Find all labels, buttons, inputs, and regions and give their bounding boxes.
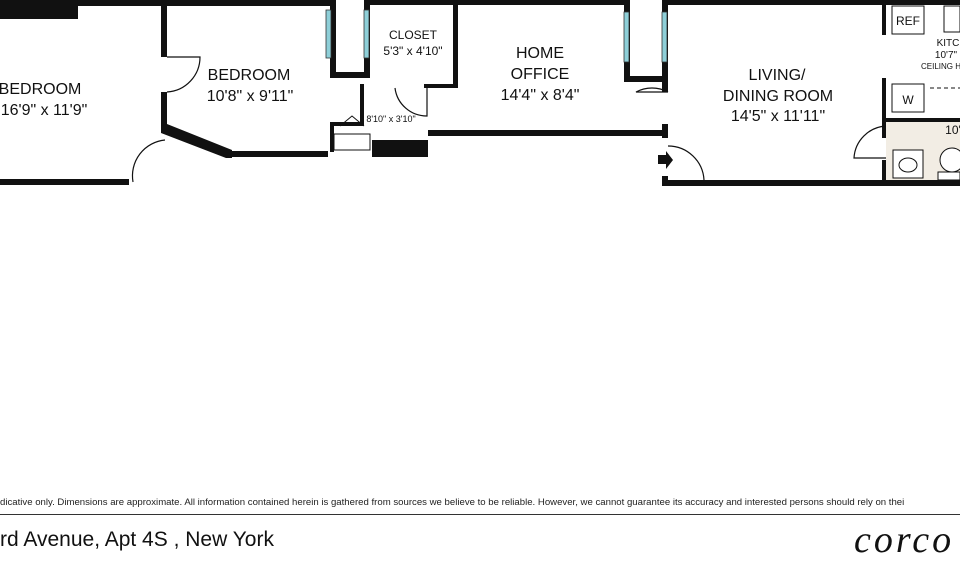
window xyxy=(661,11,668,63)
door-swing xyxy=(394,87,428,117)
living-dims: 14'5" x 11'11" xyxy=(731,108,825,125)
wall xyxy=(0,179,129,185)
wall xyxy=(668,0,960,5)
living-name-1: LIVING/ xyxy=(749,67,806,84)
wall xyxy=(360,84,364,122)
entry-arrow-icon xyxy=(658,151,673,169)
wall xyxy=(161,124,232,158)
closet-dims: 5'3" x 4'10" xyxy=(383,44,442,58)
toilet-tank xyxy=(937,171,960,181)
wall xyxy=(886,118,960,122)
home-office-dims: 14'4" x 8'4" xyxy=(501,87,580,104)
wall xyxy=(370,0,628,5)
wall xyxy=(372,140,428,157)
washer xyxy=(891,83,925,113)
wall xyxy=(330,72,370,78)
kitchen-name: KITC xyxy=(937,38,960,49)
door-swing xyxy=(667,145,705,181)
wall xyxy=(424,84,458,88)
washer-label: W xyxy=(902,93,914,107)
wall xyxy=(662,82,668,92)
closet-door-bifold xyxy=(339,115,365,127)
shelf xyxy=(333,133,371,151)
bath-dims: 10' xyxy=(945,123,960,137)
small-closet-dims: 8'10" x 3'10" xyxy=(366,114,415,124)
wall xyxy=(330,122,334,152)
brand-logo: corco xyxy=(854,519,955,561)
toilet xyxy=(939,147,960,173)
wall xyxy=(662,124,668,138)
sink-basin xyxy=(898,157,918,173)
living-name-2: DINING ROOM xyxy=(723,88,833,105)
refrigerator xyxy=(891,5,925,35)
footer-divider xyxy=(0,514,960,515)
window xyxy=(325,9,332,59)
wall xyxy=(330,0,336,78)
wall xyxy=(0,0,78,19)
wall xyxy=(882,78,886,138)
kitchen-ceiling-note: CEILING H xyxy=(921,62,960,71)
wall xyxy=(161,5,167,57)
door-swing xyxy=(853,125,887,159)
address-text: rd Avenue, Apt 4S , New York xyxy=(0,528,274,551)
wall xyxy=(428,130,668,136)
wall xyxy=(662,176,668,186)
wall xyxy=(330,122,364,126)
door-swing xyxy=(166,56,201,93)
home-office-name-2: OFFICE xyxy=(511,66,570,83)
bedroom-name: BEDROOM xyxy=(208,67,291,84)
kitchen-counter xyxy=(943,5,960,33)
wall xyxy=(78,0,330,6)
bedroom-dims: 10'8" x 9'11" xyxy=(207,88,294,105)
wall xyxy=(226,151,328,157)
bedroom-left-name: BEDROOM xyxy=(0,81,81,98)
wall xyxy=(882,160,886,182)
wall xyxy=(624,76,668,82)
door-swing xyxy=(131,139,166,183)
window xyxy=(363,9,370,59)
disclaimer-text: dicative only. Dimensions are approximat… xyxy=(0,497,905,508)
home-office-name-1: HOME xyxy=(516,45,564,62)
closet-name: CLOSET xyxy=(389,28,438,42)
wall xyxy=(668,180,960,186)
floor-plan: BEDROOM 16'9" x 11'9" BEDROOM 10'8" x 9'… xyxy=(0,0,960,186)
door-swing xyxy=(635,87,669,93)
ref-label: REF xyxy=(896,14,920,28)
wall xyxy=(882,5,886,35)
sink xyxy=(892,149,924,179)
window xyxy=(623,11,630,63)
bedroom-left-dims: 16'9" x 11'9" xyxy=(1,102,88,119)
kitchen-dims: 10'7" xyxy=(935,50,958,61)
wall xyxy=(453,5,458,88)
wall xyxy=(161,92,167,132)
